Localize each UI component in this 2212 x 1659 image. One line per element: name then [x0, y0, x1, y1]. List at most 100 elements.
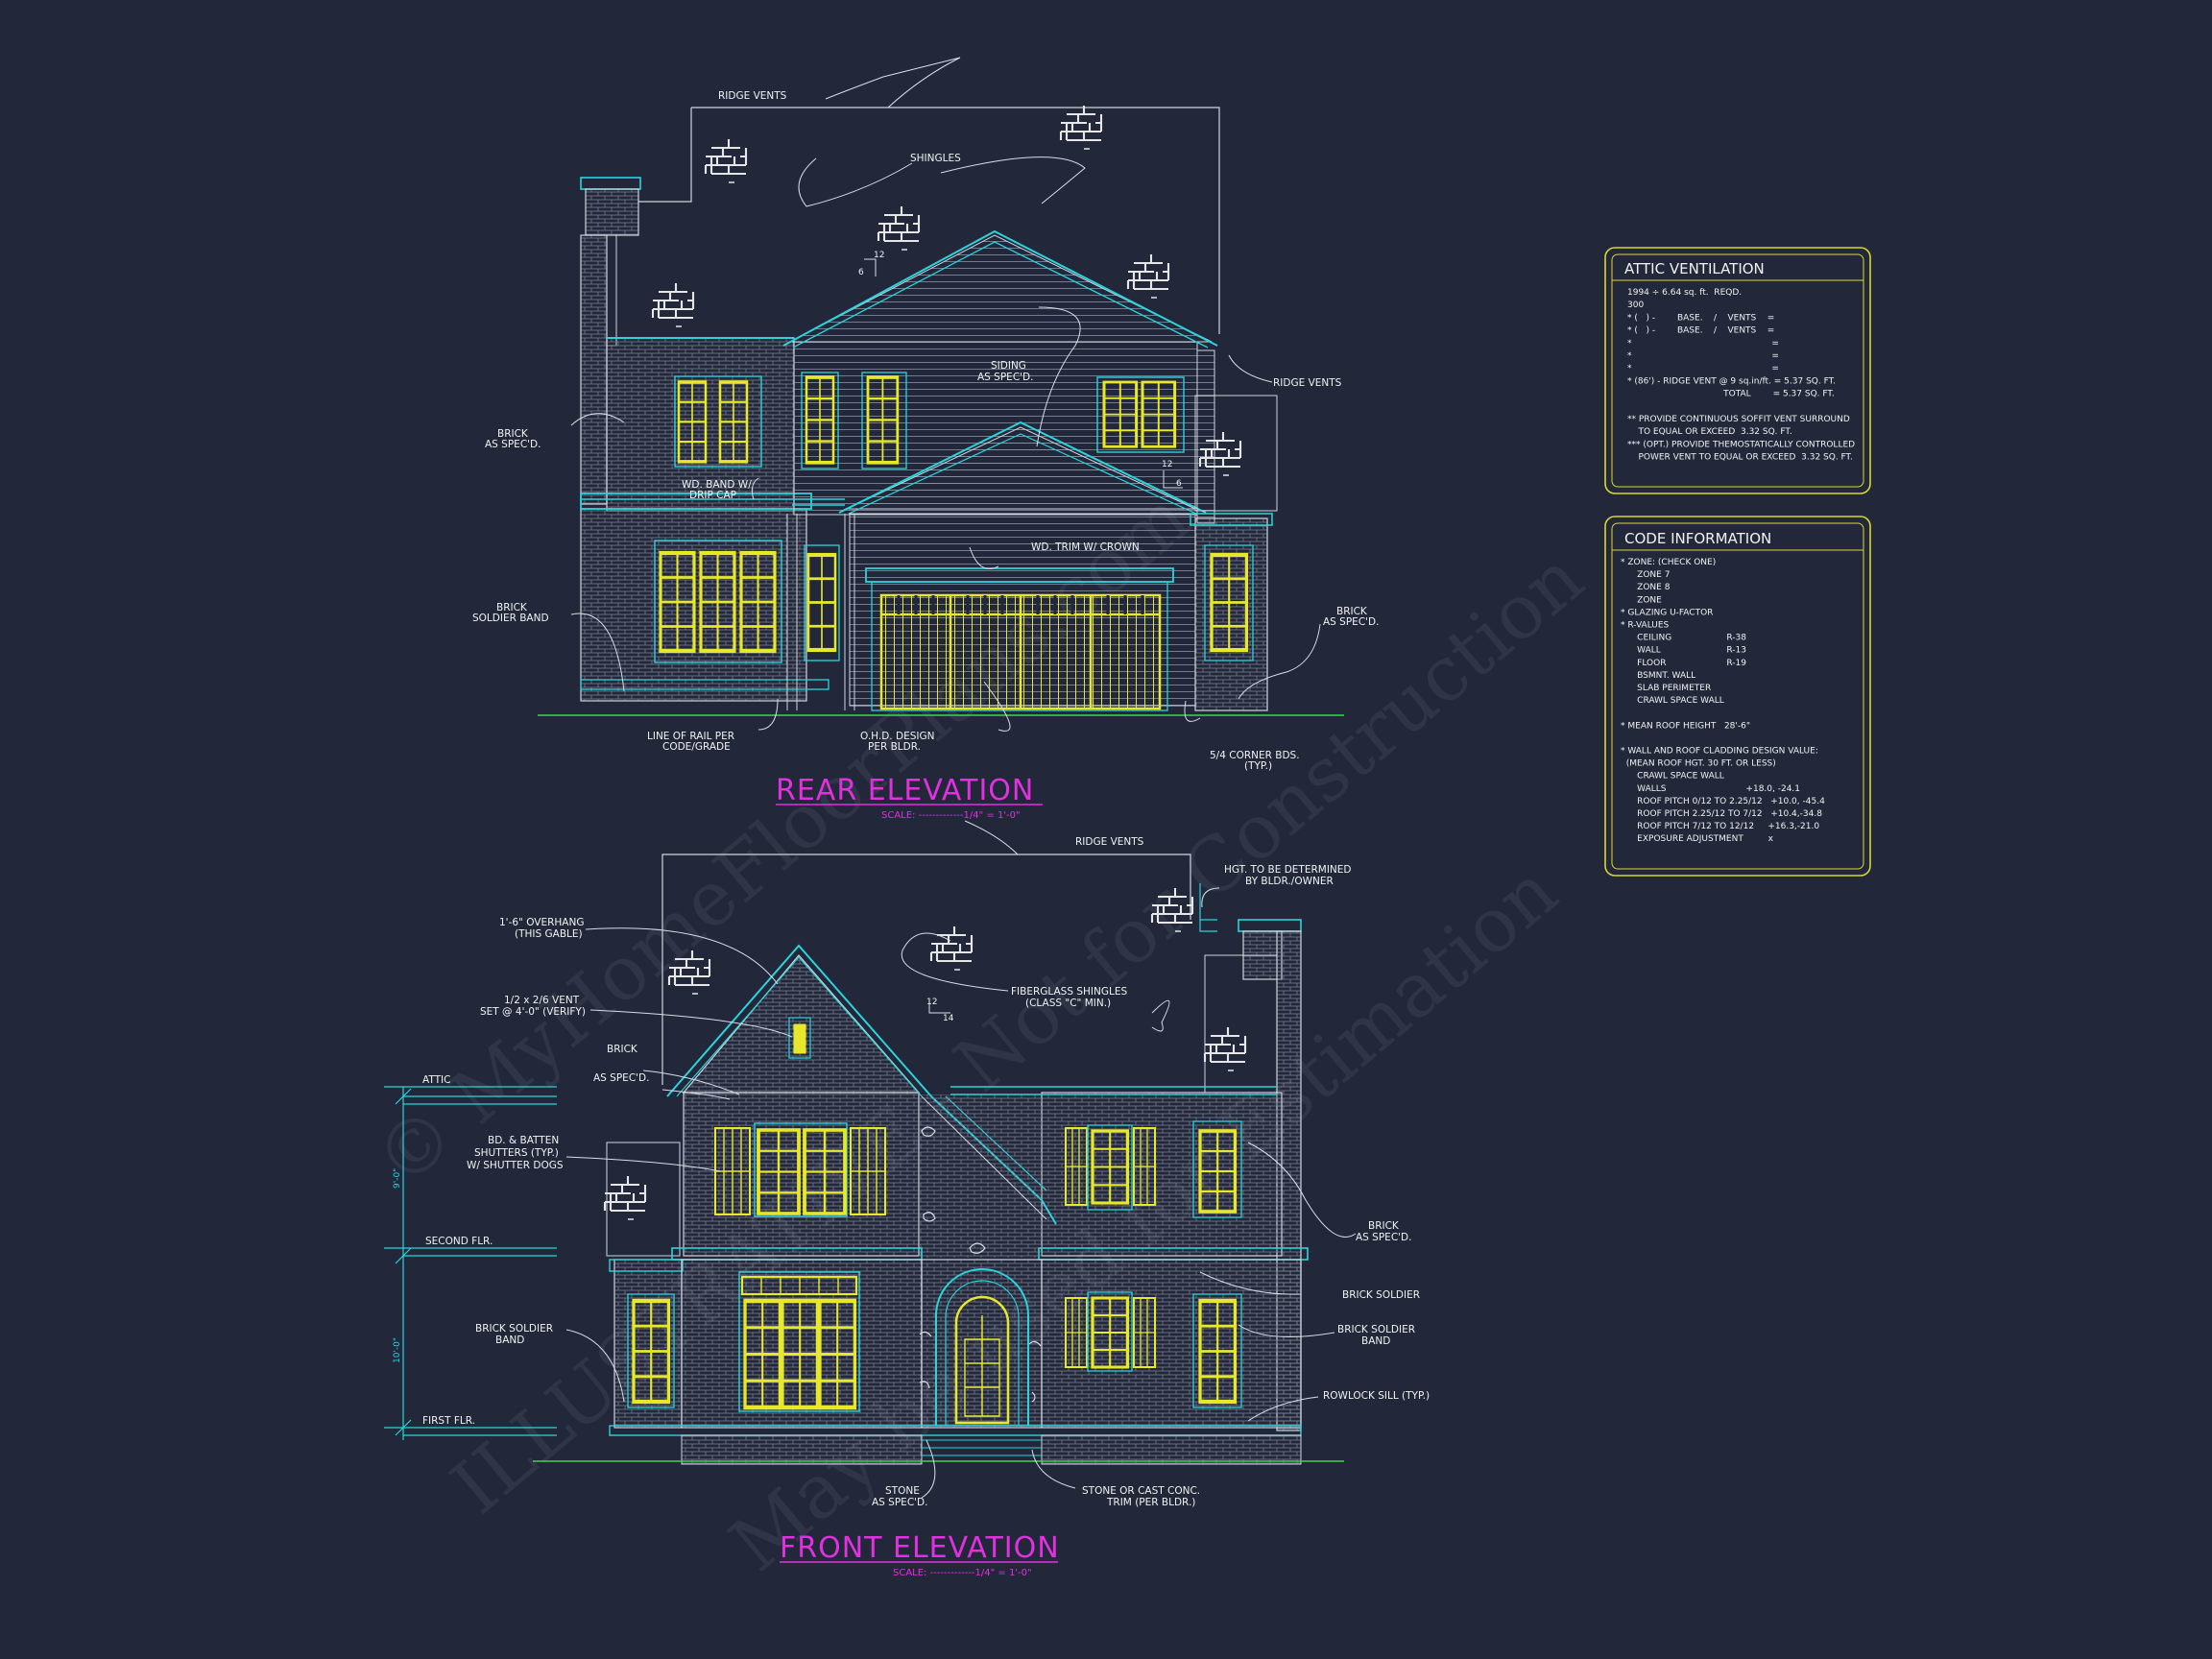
- front-callout-shutters-2: SHUTTERS (TYP.): [474, 1147, 559, 1159]
- front-door: [954, 1295, 1010, 1425]
- rear-callout-corner-1: 5/4 CORNER BDS.: [1210, 750, 1300, 761]
- dim-upper: 9'-0": [393, 1168, 402, 1189]
- front-shutter: [850, 1127, 886, 1215]
- attic-ventilation-line: 1994 ÷ 6.64 sq. ft. REQD.: [1627, 288, 1742, 298]
- rear-callout-brick-right-2: AS SPEC'D.: [1323, 616, 1379, 628]
- front-callout-hgt-1: HGT. TO BE DETERMINED: [1224, 864, 1352, 876]
- attic-ventilation-line: TOTAL = 5.37 SQ. FT.: [1627, 390, 1835, 399]
- front-callout-cast-2: TRIM (PER BLDR.): [1106, 1497, 1195, 1508]
- front-shutter: [714, 1127, 751, 1215]
- front-shutter: [1133, 1127, 1156, 1206]
- rear-pitch-run-a: 6: [858, 268, 864, 277]
- attic-ventilation-line: POWER VENT TO EQUAL OR EXCEED 3.32 SQ. F…: [1627, 453, 1853, 463]
- rear-callout-brick-2: AS SPEC'D.: [485, 439, 541, 450]
- front-callout-brick-1: BRICK: [607, 1044, 638, 1055]
- rear-callout-wd-trim: WD. TRIM W/ CROWN: [1031, 541, 1140, 553]
- attic-ventilation-title: ATTIC VENTILATION: [1624, 260, 1765, 277]
- code-information-line: WALLS +18.0, -24.1: [1621, 784, 1800, 794]
- rear-elevation: 12 6 12 6 RIDGE VENTS SHINGLES SIDING AS…: [472, 57, 1379, 821]
- front-callout-ridge-vents: RIDGE VENTS: [1075, 836, 1144, 848]
- front-callout-fiberglass-2: (CLASS "C" MIN.): [1025, 998, 1111, 1009]
- gable-vent-icon: [793, 1023, 806, 1054]
- vent-icon: [1059, 104, 1103, 151]
- code-information-line: CRAWL SPACE WALL: [1621, 772, 1724, 781]
- code-information-line: ZONE: [1621, 595, 1662, 605]
- front-callout-stone-2: AS SPEC'D.: [872, 1497, 927, 1508]
- front-callout-soldier-band-r2: BAND: [1361, 1335, 1390, 1347]
- front-shutter: [1133, 1297, 1156, 1368]
- attic-ventilation-line: * =: [1627, 339, 1779, 349]
- code-information-line: CEILING R-38: [1621, 634, 1746, 643]
- rear-callout-soldier-2: SOLDIER BAND: [472, 613, 549, 624]
- code-information-line: EXPOSURE ADJUSTMENT x: [1621, 834, 1774, 844]
- code-information-line: SLAB PERIMETER: [1621, 684, 1711, 693]
- rear-callout-wd-band-1: WD. BAND W/: [682, 479, 752, 491]
- rear-callout-brick-1: BRICK: [497, 428, 529, 440]
- vent-icon: [704, 137, 748, 184]
- code-information-line: * R-VALUES: [1621, 621, 1670, 631]
- attic-ventilation-lines: 1994 ÷ 6.64 sq. ft. REQD. 300 * ( ) - BASE…: [1627, 288, 1855, 463]
- level-second-floor: SECOND FLR.: [425, 1236, 493, 1247]
- front-elevation: ATTIC SECOND FLR. FIRST FLR. 9'-0" 10'-0…: [384, 820, 1430, 1578]
- rear-window: [808, 555, 835, 650]
- vent-icon: [929, 925, 974, 972]
- front-window: [740, 1275, 858, 1296]
- rear-callout-shingles: SHINGLES: [910, 153, 961, 164]
- code-information-line: (MEAN ROOF HGT. 30 FT. OR LESS): [1621, 759, 1776, 769]
- stone-accent-icon: [919, 1126, 1042, 1403]
- front-callout-brick-right-2: AS SPEC'D.: [1356, 1232, 1411, 1243]
- rear-elevation-title: REAR ELEVATION: [776, 774, 1034, 807]
- attic-ventilation-table: ATTIC VENTILATION 1994 ÷ 6.64 sq. ft. RE…: [1604, 247, 1871, 494]
- front-callout-vent-2: SET @ 4'-0" (VERIFY): [480, 1006, 586, 1018]
- front-callout-cast-1: STONE OR CAST CONC.: [1082, 1485, 1200, 1497]
- rear-callout-ohd-2: PER BLDR.: [868, 741, 921, 753]
- front-callout-hgt-2: BY BLDR./OWNER: [1245, 876, 1334, 887]
- code-information-title: CODE INFORMATION: [1624, 530, 1771, 547]
- front-pitch-run: 14: [943, 1014, 954, 1023]
- front-callout-fiberglass-1: FIBERGLASS SHINGLES: [1011, 986, 1127, 998]
- rear-callout-ridge-vents-right: RIDGE VENTS: [1273, 377, 1342, 389]
- code-information-line: CRAWL SPACE WALL: [1621, 696, 1724, 706]
- rear-pitch-rise-a: 12: [874, 251, 884, 260]
- front-callout-overhang-1: 1'-6" OVERHANG: [499, 917, 584, 928]
- dim-lower: 10'-0": [393, 1337, 402, 1363]
- rear-elevation-scale: SCALE: -------------1/4" = 1'-0": [881, 810, 1021, 821]
- code-information-lines: * ZONE: (CHECK ONE) ZONE 7 ZONE 8 ZONE* …: [1621, 558, 1825, 844]
- code-information-line: * GLAZING U-FACTOR: [1621, 608, 1713, 617]
- rear-callout-siding-1: SIDING: [991, 360, 1026, 372]
- front-elevation-scale: SCALE: -------------1/4" = 1'-0": [893, 1568, 1032, 1578]
- attic-ventilation-line: * ( ) - BASE. / VENTS =: [1627, 313, 1774, 323]
- front-callout-brick-soldier: BRICK SOLDIER: [1342, 1289, 1420, 1301]
- attic-ventilation-line: 300: [1627, 301, 1644, 310]
- vent-icon: [651, 281, 695, 328]
- rear-pitch-run-b: 6: [1176, 479, 1182, 489]
- code-information-line: BSMNT. WALL: [1621, 671, 1695, 681]
- code-information-line: FLOOR R-19: [1621, 659, 1746, 668]
- level-first-floor: FIRST FLR.: [422, 1415, 475, 1427]
- vent-icon: [603, 1174, 647, 1221]
- code-information-line: ROOF PITCH 7/12 TO 12/12 +16.3,-21.0: [1621, 822, 1819, 831]
- front-shutter: [1065, 1127, 1088, 1206]
- code-information-line: WALL R-13: [1621, 646, 1746, 656]
- front-callout-brick-2: AS SPEC'D.: [593, 1072, 649, 1084]
- front-callout-soldier-band-l1: BRICK SOLDIER: [475, 1323, 553, 1334]
- code-information-line: ZONE 8: [1621, 583, 1671, 592]
- front-callout-brick-right-1: BRICK: [1368, 1220, 1400, 1232]
- rear-callout-brick-right-1: BRICK: [1336, 606, 1368, 617]
- attic-ventilation-line: ** PROVIDE CONTINUOUS SOFFIT VENT SURROU…: [1627, 415, 1850, 424]
- front-callout-soldier-band-r1: BRICK SOLDIER: [1337, 1324, 1415, 1335]
- front-callout-soldier-band-l2: BAND: [495, 1334, 524, 1346]
- front-pitch-rise: 12: [926, 998, 937, 1007]
- attic-ventilation-line: * ( ) - BASE. / VENTS =: [1627, 326, 1774, 336]
- code-information-line: * WALL AND ROOF CLADDING DESIGN VALUE:: [1621, 747, 1818, 757]
- attic-ventilation-line: * (86') - RIDGE VENT @ 9 sq.in/ft. = 5.3…: [1627, 376, 1836, 386]
- attic-ventilation-line: *** (OPT.) PROVIDE THEMOSTATICALLY CONTR…: [1627, 440, 1855, 449]
- rear-callout-wd-band-2: DRIP CAP: [689, 490, 736, 501]
- garage-door: [879, 593, 1162, 710]
- front-callout-vent-1: 1/2 x 2/6 VENT: [504, 995, 580, 1006]
- rear-callout-soldier-1: BRICK: [496, 602, 528, 613]
- code-information-line: ROOF PITCH 2.25/12 TO 7/12 +10.4,-34.8: [1621, 809, 1822, 819]
- level-attic: ATTIC: [422, 1074, 450, 1086]
- rear-callout-corner-2: (TYP.): [1244, 760, 1272, 772]
- front-callout-rowlock: ROWLOCK SILL (TYP.): [1323, 1390, 1430, 1402]
